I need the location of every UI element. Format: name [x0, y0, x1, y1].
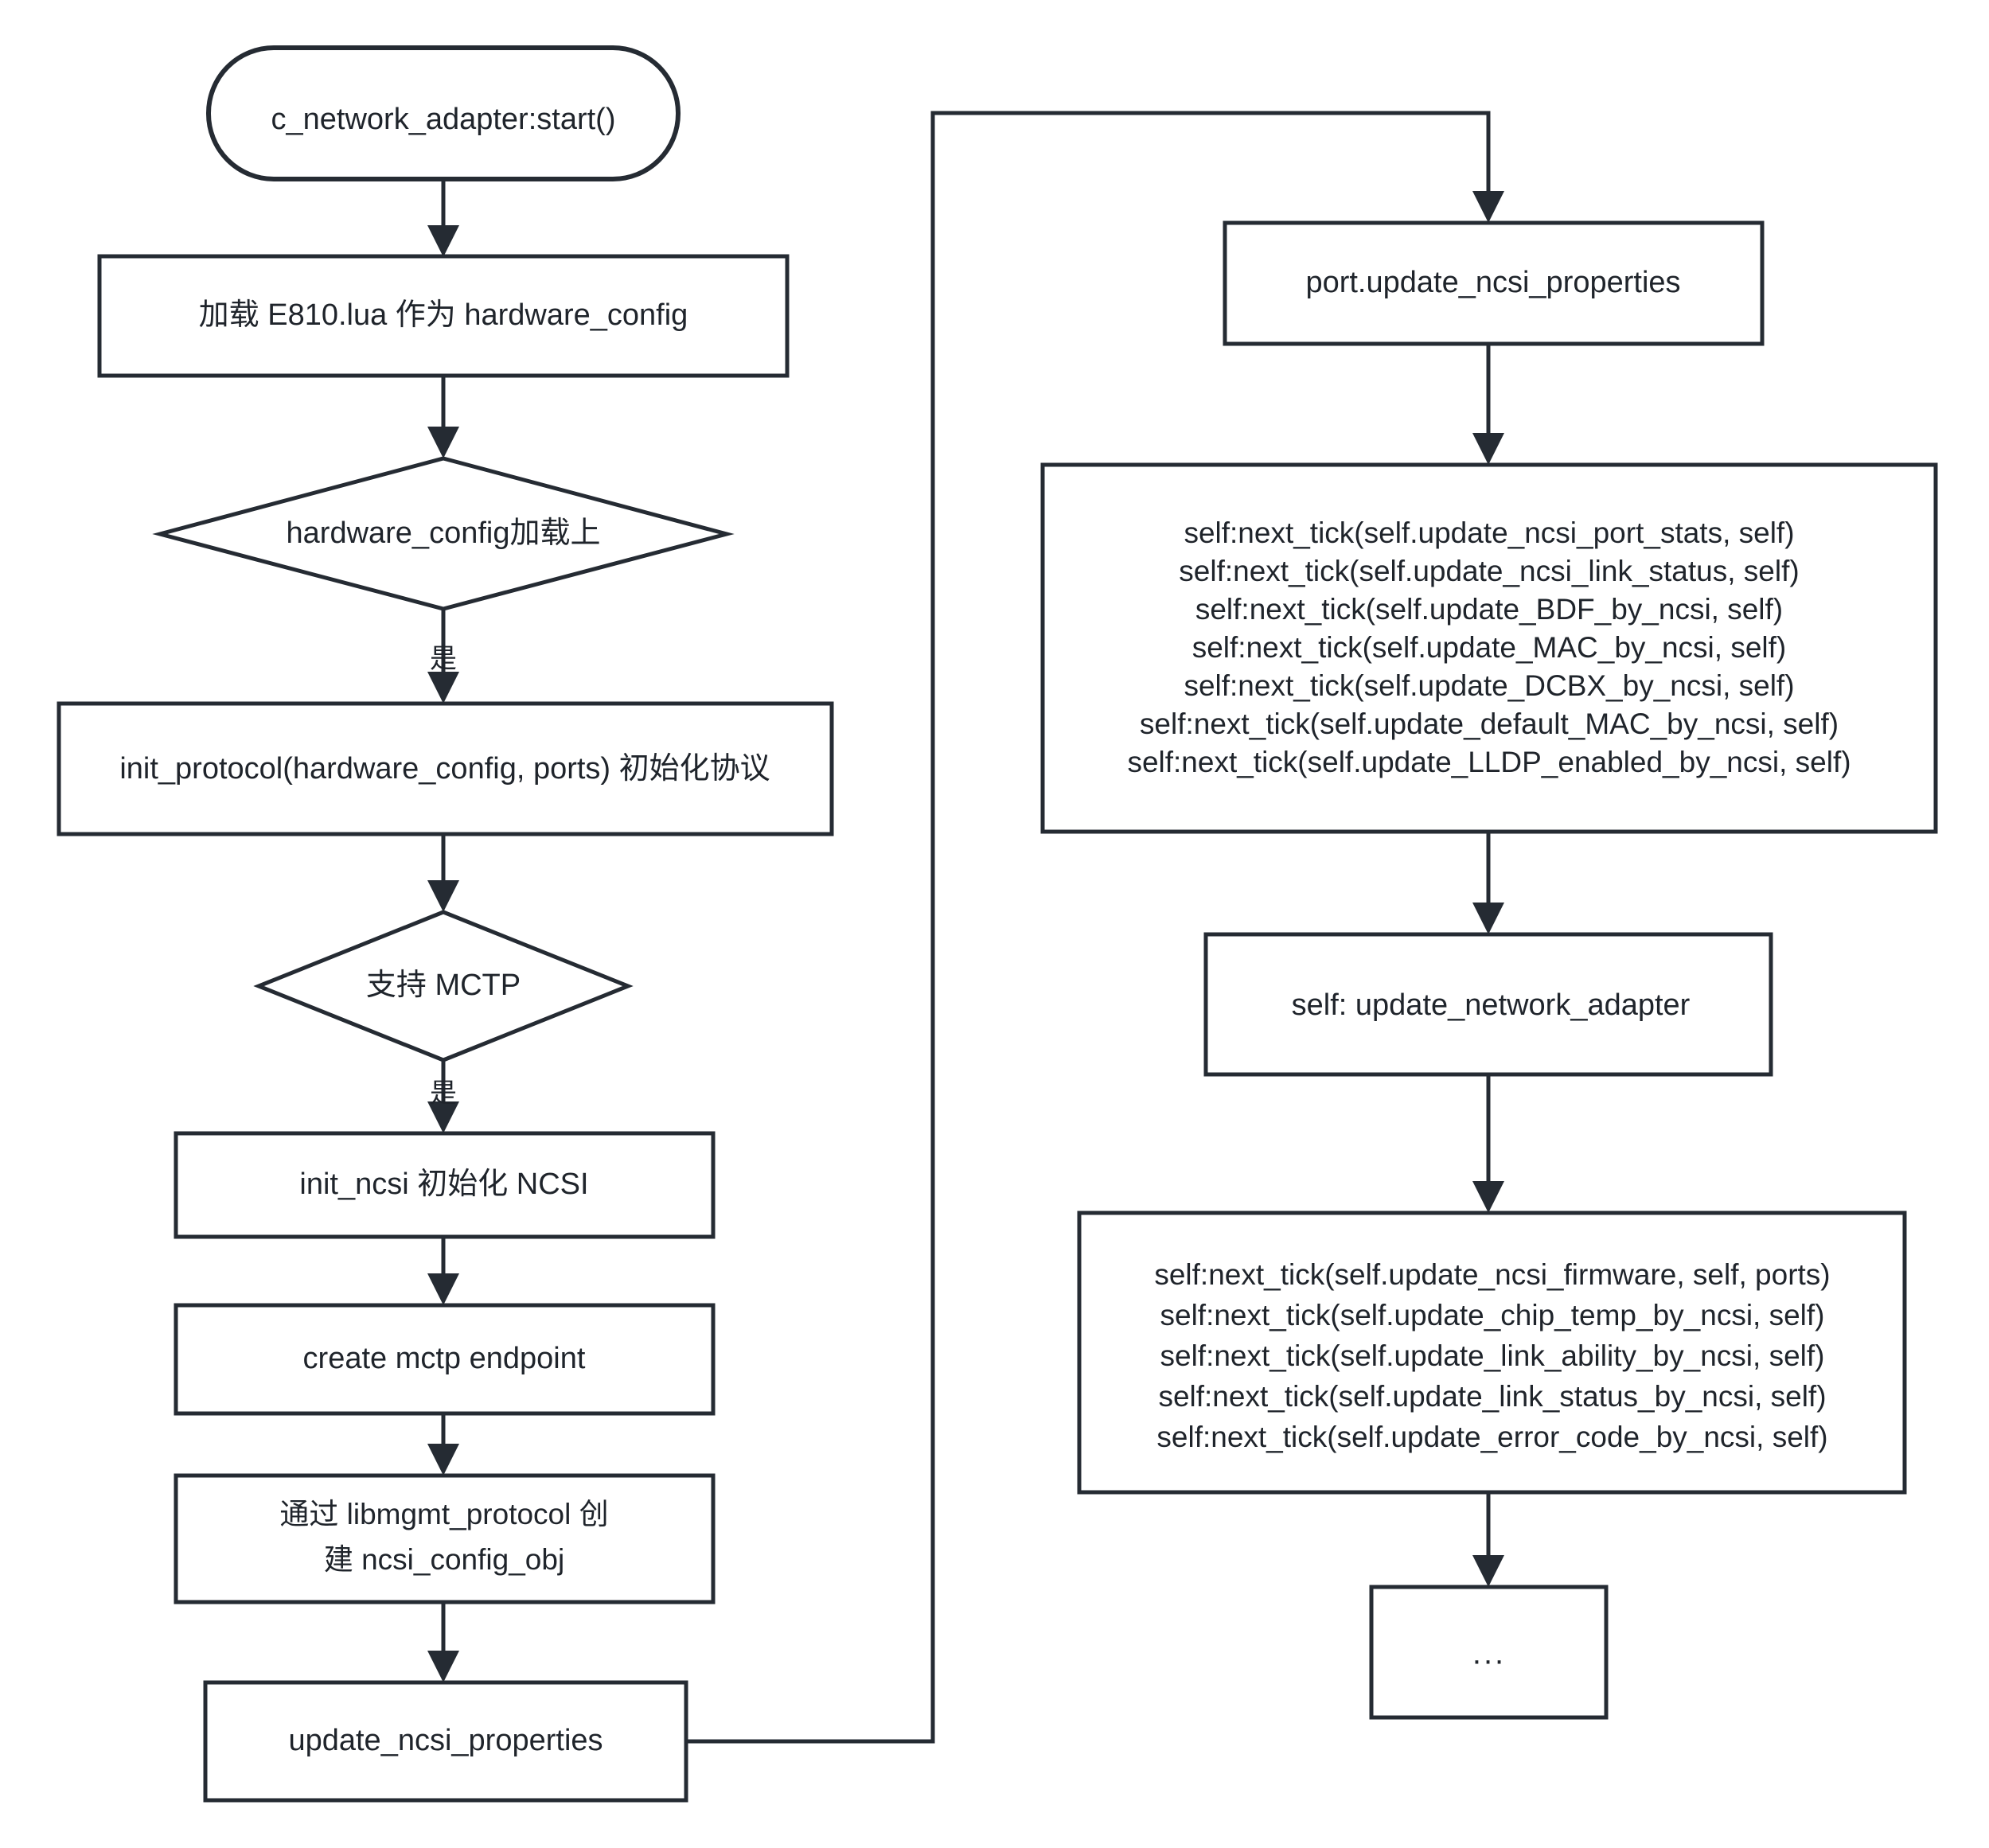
node-next-tick-block-2-line-5: self:next_tick(self.update_error_code_by…: [1156, 1421, 1827, 1453]
edge-decision-mctp-to-init-ncsi: 是: [427, 1060, 459, 1133]
node-start[interactable]: c_network_adapter:start(): [206, 45, 681, 181]
node-port-update-ncsi-properties-label: port.update_ncsi_properties: [1305, 266, 1680, 299]
edge-label-mctp-yes: 是: [430, 1078, 457, 1109]
node-init-ncsi[interactable]: init_ncsi 初始化 NCSI: [174, 1131, 716, 1239]
node-init-protocol-shape[interactable]: [57, 701, 834, 836]
edge-label-hw-config-yes: 是: [430, 644, 457, 674]
node-load-hardware-config-shape[interactable]: [97, 254, 790, 378]
node-decision-mctp-label: 支持 MCTP: [366, 969, 521, 1002]
edge-init-ncsi-to-create-endpoint: [427, 1237, 459, 1305]
node-port-update-ncsi-properties[interactable]: port.update_ncsi_properties: [1223, 220, 1765, 346]
node-next-tick-block-2-line-4: self:next_tick(self.update_link_status_b…: [1158, 1380, 1826, 1413]
node-update-ncsi-properties[interactable]: update_ncsi_properties: [203, 1680, 688, 1803]
node-next-tick-block-1-line-3: self:next_tick(self.update_BDF_by_ncsi, …: [1195, 593, 1783, 626]
node-init-ncsi-label: init_ncsi 初始化 NCSI: [299, 1168, 588, 1201]
node-start-label: c_network_adapter:start(): [271, 103, 616, 136]
node-self-update-network-adapter-label: self: update_network_adapter: [1292, 988, 1691, 1022]
node-decision-mctp-shape[interactable]: [253, 910, 634, 1062]
node-next-tick-block-2-shape[interactable]: [1077, 1211, 1907, 1495]
node-next-tick-block-1-shape[interactable]: [1040, 462, 1938, 834]
edges-group: 是 是: [427, 111, 1504, 1744]
node-load-hardware-config-label: 加载 E810.lua 作为 hardware_config: [199, 298, 688, 332]
node-next-tick-block-2[interactable]: self:next_tick(self.update_ncsi_firmware…: [1077, 1211, 1907, 1495]
node-next-tick-block-1-line-6: self:next_tick(self.update_default_MAC_b…: [1140, 708, 1839, 740]
node-init-ncsi-shape[interactable]: [174, 1131, 716, 1239]
node-next-tick-block-1-line-4: self:next_tick(self.update_MAC_by_ncsi, …: [1192, 631, 1787, 664]
node-update-ncsi-properties-shape[interactable]: [203, 1680, 688, 1803]
node-update-ncsi-properties-label: update_ncsi_properties: [288, 1724, 603, 1757]
edge-tick-block-2-to-more: [1472, 1492, 1504, 1587]
node-next-tick-block-1-line-5: self:next_tick(self.update_DCBX_by_ncsi,…: [1184, 669, 1794, 702]
node-more[interactable]: ...: [1369, 1585, 1609, 1720]
edge-update-adapter-to-tick-block-2: [1472, 1074, 1504, 1213]
node-create-ncsi-config-obj-shape[interactable]: [174, 1473, 716, 1604]
edge-load-config-to-decision-config: [427, 376, 459, 458]
node-next-tick-block-2-line-1: self:next_tick(self.update_ncsi_firmware…: [1154, 1258, 1830, 1291]
node-next-tick-block-1-line-1: self:next_tick(self.update_ncsi_port_sta…: [1184, 517, 1794, 549]
node-port-update-ncsi-properties-shape[interactable]: [1223, 220, 1765, 346]
node-create-ncsi-config-obj-line-1: 通过 libmgmt_protocol 创: [279, 1498, 608, 1530]
edge-port-update-to-tick-block-1: [1472, 344, 1504, 465]
edge-create-endpoint-to-config-obj: [427, 1413, 459, 1476]
node-more-label: ...: [1472, 1636, 1506, 1671]
node-decision-hardware-config-shape[interactable]: [152, 456, 735, 611]
node-decision-hardware-config-label: hardware_config加载上: [287, 517, 601, 550]
node-next-tick-block-2-line-3: self:next_tick(self.update_link_ability_…: [1160, 1339, 1825, 1372]
edge-update-props-to-port-update-props: [686, 111, 1504, 1744]
node-self-update-network-adapter[interactable]: self: update_network_adapter: [1203, 932, 1773, 1077]
node-init-protocol[interactable]: init_protocol(hardware_config, ports) 初始…: [57, 701, 834, 836]
node-next-tick-block-1-line-7: self:next_tick(self.update_LLDP_enabled_…: [1127, 746, 1851, 778]
node-self-update-network-adapter-shape[interactable]: [1203, 932, 1773, 1077]
node-create-mctp-endpoint[interactable]: create mctp endpoint: [174, 1303, 716, 1416]
node-start-shape[interactable]: [206, 45, 681, 181]
node-next-tick-block-1[interactable]: self:next_tick(self.update_ncsi_port_sta…: [1040, 462, 1938, 834]
edge-tick-block-1-to-update-adapter: [1472, 832, 1504, 934]
node-decision-hardware-config[interactable]: hardware_config加载上: [152, 456, 735, 611]
node-create-mctp-endpoint-shape[interactable]: [174, 1303, 716, 1416]
edge-start-to-load-config: [427, 179, 459, 257]
edge-init-protocol-to-decision-mctp: [427, 834, 459, 912]
node-next-tick-block-2-line-2: self:next_tick(self.update_chip_temp_by_…: [1160, 1299, 1825, 1331]
node-create-ncsi-config-obj-line-2: 建 ncsi_config_obj: [324, 1543, 564, 1576]
node-create-mctp-endpoint-label: create mctp endpoint: [303, 1342, 586, 1375]
node-create-ncsi-config-obj[interactable]: 通过 libmgmt_protocol 创 建 ncsi_config_obj: [174, 1473, 716, 1604]
node-more-shape[interactable]: [1369, 1585, 1609, 1720]
node-decision-mctp[interactable]: 支持 MCTP: [253, 910, 634, 1062]
node-load-hardware-config[interactable]: 加载 E810.lua 作为 hardware_config: [97, 254, 790, 378]
edge-decision-config-to-init-protocol: 是: [427, 609, 459, 704]
edge-config-obj-to-update-props: [427, 1602, 459, 1682]
node-next-tick-block-1-line-2: self:next_tick(self.update_ncsi_link_sta…: [1179, 555, 1799, 587]
node-init-protocol-label: init_protocol(hardware_config, ports) 初始…: [119, 752, 770, 786]
